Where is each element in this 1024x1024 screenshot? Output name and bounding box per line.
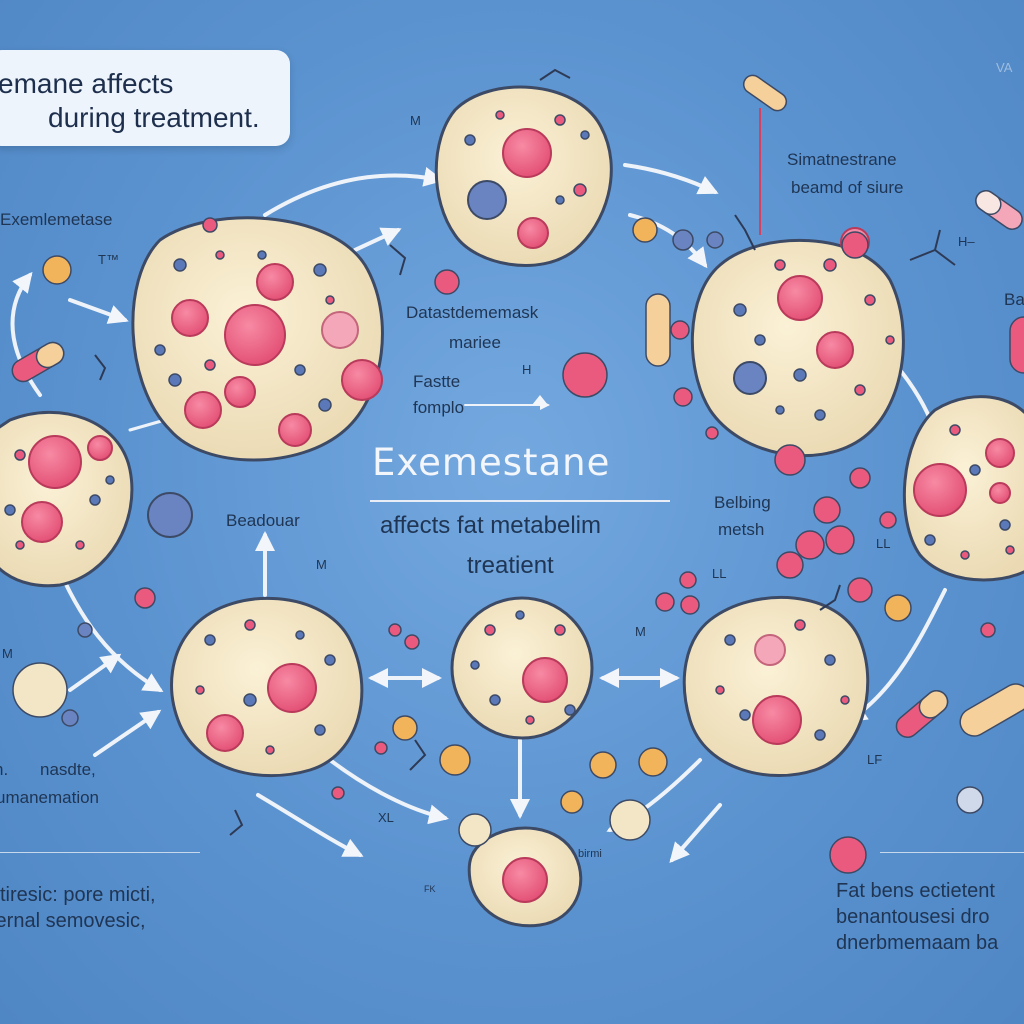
footer-right-line2: benantousesi dro (836, 906, 990, 928)
label-belbing: Belbing (714, 493, 771, 512)
capsule-icons (11, 74, 1024, 738)
label-lf: LF (867, 752, 883, 767)
title-divider (370, 500, 670, 502)
cell-bottom-right (682, 596, 870, 778)
molecule-icon (229, 809, 244, 836)
label-m-top: M (410, 113, 421, 128)
label-m-far-left: M (2, 646, 13, 661)
molecule-icon (389, 244, 407, 276)
capsule-icon (645, 293, 671, 367)
label-fomplo: fomplo (413, 398, 465, 417)
arrow-bottom-mid (328, 758, 449, 825)
label-birmi: birmi (578, 848, 602, 860)
label-nasdte: nasdte, (40, 760, 96, 779)
cell-right (902, 395, 1024, 582)
center-small-arrow (532, 395, 548, 405)
vesicles (4, 110, 1015, 755)
molecule-icon (539, 68, 571, 81)
cell-bottom-left (170, 596, 364, 778)
molecule-icon (819, 584, 841, 611)
capsule-icon (1009, 316, 1024, 374)
label-exemlemetase: Exemlemetase (0, 210, 113, 229)
label-xl: XL (378, 810, 394, 825)
cell-top-left (131, 216, 384, 462)
cell-bottom-center (467, 826, 583, 928)
label-ba: Ba (1004, 290, 1024, 309)
footer-right-line3: dnerbmemaam ba (836, 932, 999, 954)
label-fk: FK (424, 884, 436, 894)
arrow-left-low2 (93, 709, 162, 757)
label-m-center: M (635, 624, 646, 639)
capsule-icon (975, 190, 1023, 230)
main-subtitle-line1: affects fat metabelim (380, 512, 601, 539)
label-tm: T™ (98, 252, 119, 267)
main-subtitle-line2: treatient (467, 552, 554, 579)
footer-rule-right (880, 852, 1024, 853)
label-m-left: M (316, 557, 327, 572)
capsule-icon (895, 690, 949, 738)
arrow-right-low (669, 803, 722, 864)
cell-left (0, 410, 193, 588)
label-va: VA (996, 60, 1013, 75)
arrow-left-in (68, 298, 129, 324)
footer-right-line1: Fat bens ectietent (836, 880, 995, 902)
footer-rule-left (0, 852, 200, 853)
arrow-top-left (263, 167, 444, 217)
label-h-center: H (522, 362, 532, 377)
molecule-icons (94, 68, 956, 836)
arrow-bottom-left (256, 793, 364, 857)
title-card: emane affects during treatment. (0, 50, 290, 146)
title-card-line2: during treatment. (48, 102, 260, 133)
label-beamd-of-siure: beamd of siure (791, 178, 904, 197)
label-ll-1: LL (712, 566, 727, 581)
label-metsh: metsh (718, 520, 765, 539)
label-umanemation: umanemation (0, 788, 100, 807)
label-mariee: mariee (449, 333, 501, 352)
molecule-icon (94, 354, 107, 381)
cell-top-center (434, 85, 613, 267)
cell-right-top (690, 227, 905, 458)
molecule-icon (909, 229, 956, 266)
label-h-right: H– (958, 234, 975, 249)
label-datastdememask: Datastdememask (406, 303, 539, 322)
label-fastte: Fastte (413, 372, 461, 391)
arrow-left-lower (68, 653, 122, 692)
capsule-icon (959, 683, 1024, 737)
main-title: Exemestane (372, 441, 611, 484)
footer-left-line1: stiresic: pore micti, (0, 884, 156, 906)
footer-left-line2: ternal semovesic, (0, 910, 146, 932)
molecule-icon (409, 739, 427, 771)
label-ll-2: LL (876, 536, 891, 551)
arrow-left-to-mid2 (353, 227, 402, 252)
molecule-icon (734, 214, 756, 251)
label-n: n. (0, 760, 9, 779)
capsule-icon (742, 74, 788, 112)
label-simatnestrane: Simatnestrane (787, 150, 897, 169)
label-beadouar: Beadouar (226, 511, 300, 530)
title-card-line1: emane affects (0, 68, 174, 99)
arrow-top-right (623, 163, 719, 195)
molecules (12, 217, 996, 874)
